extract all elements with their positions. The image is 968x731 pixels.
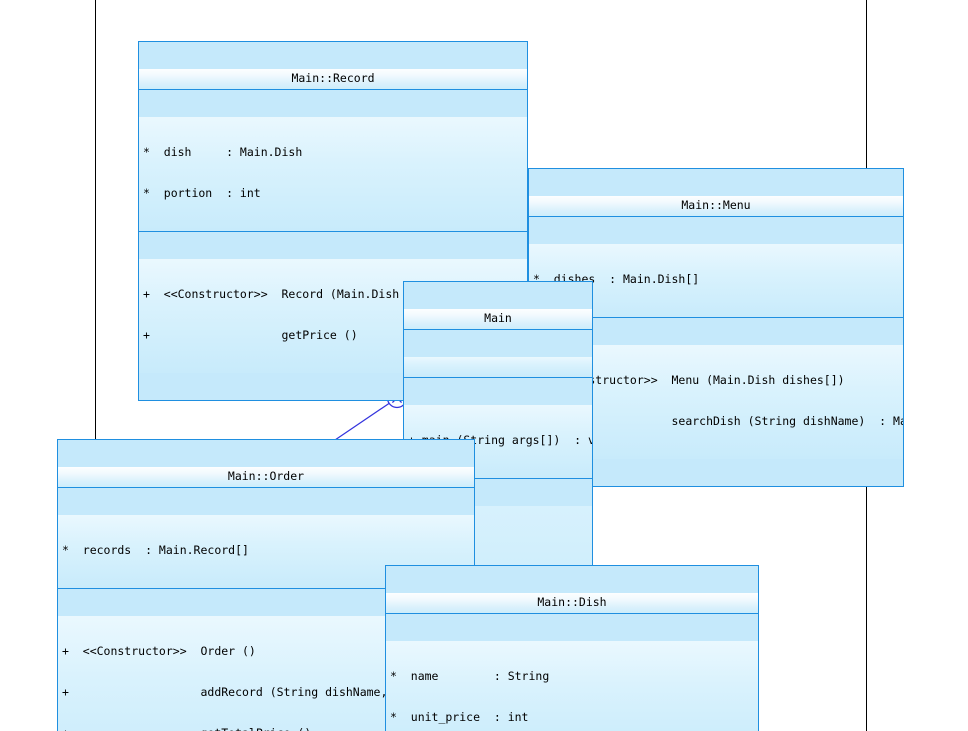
attribute-row: * name : String xyxy=(390,669,550,684)
operation-row: + searchDish (String dishName) : Main.Di… xyxy=(533,414,903,429)
class-name-main: Main xyxy=(404,309,592,330)
class-name-menu: Main::Menu xyxy=(529,196,903,217)
class-attributes-record: * dish : Main.Dish * portion : int xyxy=(139,116,527,232)
class-attributes-dish: * name : String * unit_price : int xyxy=(386,640,758,731)
operation-row: + <<Constructor>> Order () xyxy=(62,644,256,659)
connector-line-order-main[interactable] xyxy=(334,402,390,441)
class-name-dish: Main::Dish xyxy=(386,593,758,614)
page-guide-left xyxy=(95,0,96,731)
attribute-row: * records : Main.Record[] xyxy=(62,543,249,558)
class-attributes-main xyxy=(404,356,592,378)
attribute-row: * dish : Main.Dish xyxy=(143,145,303,160)
class-name-order: Main::Order xyxy=(58,467,474,488)
class-box-dish[interactable]: Main::Dish * name : String * unit_price … xyxy=(385,565,759,731)
attribute-row: * unit_price : int xyxy=(390,709,529,724)
attribute-row: * portion : int xyxy=(143,185,261,200)
operation-row: + getPrice () : int xyxy=(143,327,358,342)
class-name-record: Main::Record xyxy=(139,69,527,90)
operation-row: + getTotalPrice () : int xyxy=(62,726,472,731)
